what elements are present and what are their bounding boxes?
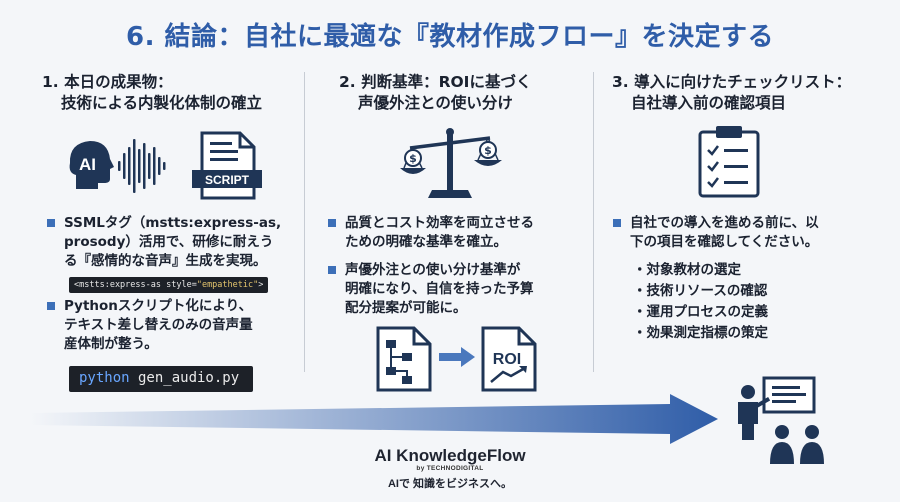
col1-heading-line2: 技術による内製化体制の確立 (61, 94, 263, 112)
ssml-code-prefix: <mstts:express-as style= (74, 280, 197, 290)
col3-bullet-intro: 自社での導入を進める前に、以 下の項目を確認してください。 (613, 214, 819, 252)
col3-heading-line1: 3. 導入に向けたチェックリスト： (612, 73, 852, 91)
col2-bullet2-line1: 声優外注との使い分け基準が (345, 262, 521, 278)
roi-document-icon: ROI (481, 326, 537, 392)
bullet-marker (47, 219, 55, 227)
script-document-icon: SCRIPT (192, 131, 262, 200)
col1-bullet-ssml: SSMLタグ（mstts:express-as, prosody）活用で、研修に… (47, 214, 282, 271)
col2-bullet-quality: 品質とコスト効率を両立させる ための明確な基準を確立。 (328, 214, 534, 252)
col1-bullet1-line1: SSMLタグ（mstts:express-as, (64, 215, 282, 231)
col2-heading-line1: 2. 判断基準：ROIに基づく (339, 73, 532, 91)
brand-byline: by TECHNODIGITAL (416, 465, 484, 472)
col2-bullet2-line3: 配分提案が可能に。 (345, 300, 467, 316)
bullet-marker (47, 302, 55, 310)
checklist-item: 対象教材の選定 (633, 260, 768, 281)
col1-bullet2-line2: テキスト差し替えのみの音声量 (64, 317, 253, 333)
checklist-item: 技術リソースの確認 (633, 281, 768, 302)
arrow-right-icon (439, 347, 475, 367)
presenter-audience-icon (738, 376, 824, 464)
checklist-item: 運用プロセスの定義 (633, 302, 769, 323)
col2-bullet1-line2: ための明確な基準を確立。 (345, 234, 507, 250)
col2-bullet-outsourcing: 声優外注との使い分け基準が 明確になり、自信を持った予算 配分提案が可能に。 (328, 261, 534, 318)
col2-heading-line2: 声優外注との使い分け (358, 94, 513, 112)
column-divider-right (593, 72, 594, 372)
checklist-item: 効果測定指標の策定 (633, 323, 769, 344)
page-title: 6. 結論：自社に最適な『教材作成フロー』を決定する (125, 22, 775, 52)
ssml-code-snippet: <mstts:express-as style="empathetic"> (69, 277, 269, 293)
col1-bullet1-line2: prosody）活用で、研修に耐えう (64, 234, 274, 250)
col2-bullet2-line2: 明確になり、自信を持った予算 (345, 281, 534, 297)
bullet-marker (328, 266, 336, 274)
svg-text:$: $ (484, 144, 492, 157)
brand-tagline: AIで 知識をビジネスへ。 (387, 478, 513, 490)
col1-bullet-python: Pythonスクリプト化により、 テキスト差し替えのみの音声量 産体制が整う。 (47, 297, 253, 354)
col1-heading-line1: 1. 本日の成果物： (42, 73, 173, 91)
col1-heading: 1. 本日の成果物： 技術による内製化体制の確立 (42, 72, 262, 114)
col3-heading-line2: 自社導入前の確認項目 (631, 94, 787, 112)
col1-bullet1-line3: る『感情的な音声』生成を実現。 (64, 253, 267, 269)
footer-brand: AI KnowledgeFlow by TECHNODIGITAL AIで 知識… (0, 446, 900, 491)
python-command-snippet: python gen_audio.py (69, 366, 253, 392)
col3-bullet1-line2: 下の項目を確認してください。 (630, 234, 819, 250)
progress-arrow (30, 394, 718, 444)
svg-text:$: $ (409, 152, 417, 165)
checklist: 対象教材の選定 技術リソースの確認 運用プロセスの定義 効果測定指標の策定 (633, 260, 769, 344)
ai-icon-label: AI (79, 155, 96, 174)
ssml-code-value: "empathetic" (196, 280, 259, 290)
col2-bullet1-line1: 品質とコスト効率を両立させる (345, 215, 534, 231)
clipboard-checklist-icon (698, 126, 760, 198)
col1-bullet2-line1: Pythonスクリプト化により、 (64, 298, 253, 314)
flowchart-document-icon (376, 326, 432, 392)
col2-heading: 2. 判断基準：ROIに基づく 声優外注との使い分け (339, 72, 531, 114)
script-icon-label: SCRIPT (205, 173, 250, 187)
bullet-marker (613, 219, 621, 227)
roi-icon-label: ROI (493, 351, 521, 368)
python-command-keyword: python (79, 370, 130, 386)
python-command-arg: gen_audio.py (129, 370, 240, 386)
balance-scale-icon: $ $ (400, 128, 502, 198)
bullet-marker (328, 219, 336, 227)
ai-voice-icon: AI (69, 139, 166, 193)
col1-bullet2-line3: 産体制が整う。 (64, 336, 158, 352)
col3-heading: 3. 導入に向けたチェックリスト： 自社導入前の確認項目 (612, 72, 851, 114)
brand-name: AI KnowledgeFlow (374, 446, 526, 465)
ssml-code-suffix: > (258, 280, 264, 290)
column-divider-left (304, 72, 305, 372)
col3-bullet1-line1: 自社での導入を進める前に、以 (630, 215, 819, 231)
